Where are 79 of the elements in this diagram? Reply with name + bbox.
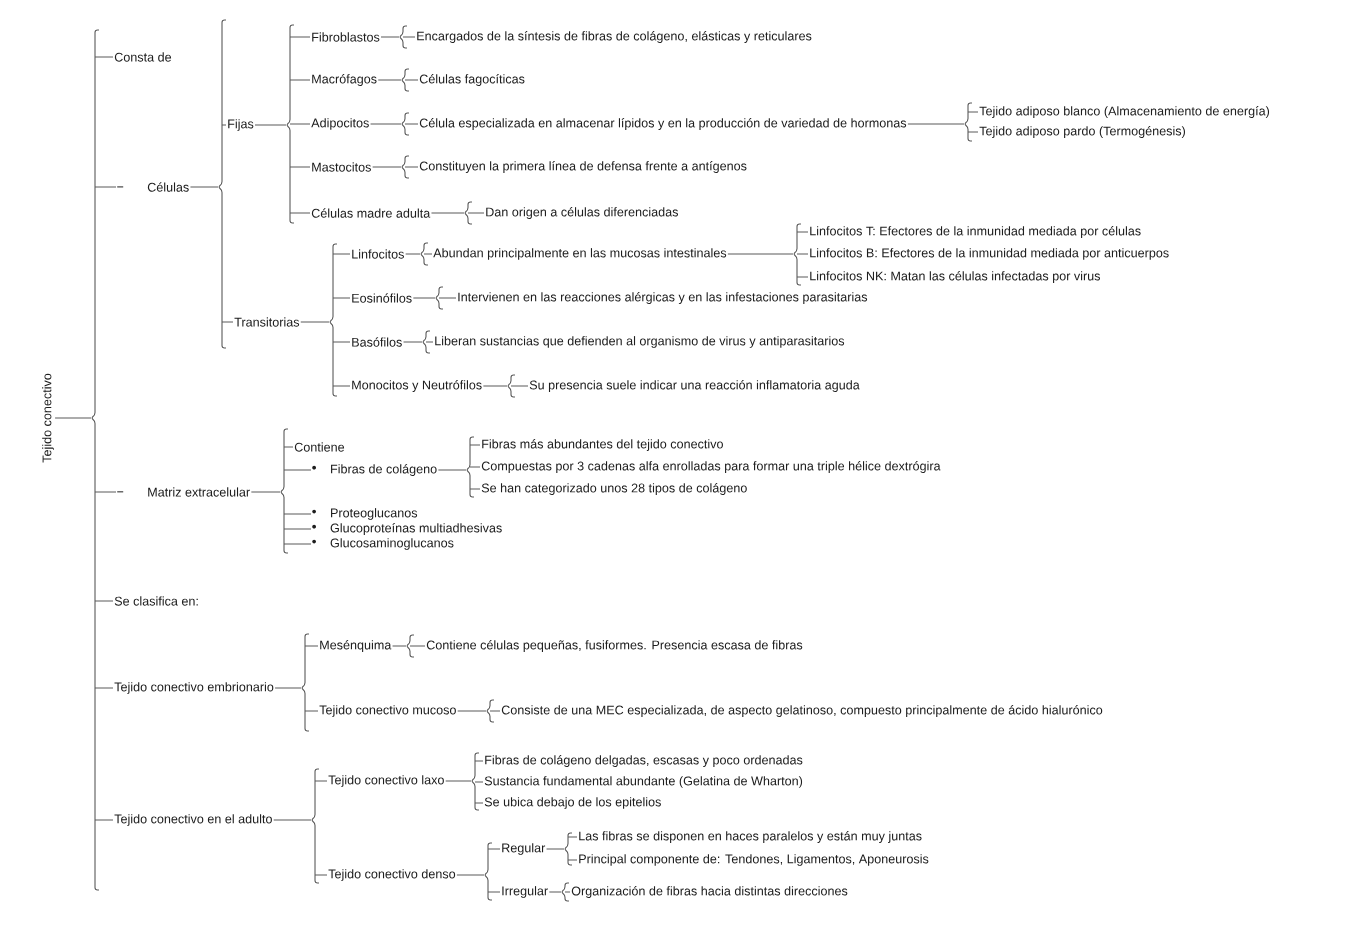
curly-brace <box>727 223 809 286</box>
term-label: Células madre adulta <box>311 208 431 218</box>
description-text: Contiene células pequeñas, fusiformes. Presencia escasa de fibras <box>426 640 803 652</box>
curly-brace <box>392 634 426 658</box>
term-label: Linfocitos <box>352 249 404 259</box>
term-label: Mastocitos <box>312 162 371 172</box>
description-text: Se han categorizado unos 28 tipos de colágeno <box>481 483 747 495</box>
description-text: Tejido adiposo pardo (Termogénesis) <box>979 126 1185 138</box>
term-label: Tejido conectivo laxo <box>328 775 444 787</box>
curly-brace <box>430 201 485 225</box>
curly-brace <box>273 768 328 884</box>
curly-brace <box>300 243 351 397</box>
curly-brace <box>402 330 434 354</box>
description-text: Abundan principalmente en las mucosas intestinales <box>433 248 727 260</box>
curly-brace <box>254 24 311 224</box>
term-label: Fibroblastos <box>312 32 380 42</box>
description-text: Sustancia fundamental abundante (Gelatina de Wharton) <box>484 776 803 788</box>
description-text: Fibras más abundantes del tejido conectivo <box>482 439 723 451</box>
description-text: Dan origen a células diferenciadas <box>486 207 678 219</box>
curly-brace <box>907 102 979 142</box>
description-text: Linfocitos B: Efectores de la inmunidad mediada por anticuerpos <box>810 248 1169 260</box>
description-text: Linfocitos T: Efectores de la inmunidad mediada por células <box>810 226 1141 238</box>
term-label: Células <box>116 182 189 192</box>
description-text: Células fagocíticas <box>419 74 525 86</box>
description-text: Tejido adiposo blanco (Almacenamiento de energía) <box>979 106 1270 118</box>
description-text: Compuestas por 3 cadenas alfa enrolladas para formar una triple hélice dextrógira <box>481 461 941 473</box>
term-label: Fibras de colágeno <box>312 464 437 476</box>
term-label: Macrófagos <box>312 74 377 86</box>
description-text: Linfocitos NK: Matan las células infectadas por virus <box>810 271 1100 283</box>
term-label: Basófilos <box>352 337 402 347</box>
curly-brace <box>380 25 416 49</box>
curly-brace <box>456 842 501 901</box>
description-text: Consiste de una MEC especializada, de aspecto gelatinoso, compuesto principalmente de ácido hialurónico <box>501 705 1103 717</box>
description-text: Su presencia suele indicar una reacción inflamatoria aguda <box>529 380 860 392</box>
description-text: Célula especializada en almacenar lípidos y en la producción de variedad de hormonas <box>419 118 907 130</box>
term-label: Transitorias <box>234 317 300 327</box>
term-label: Tejido conectivo embrionario <box>114 682 274 694</box>
curly-brace <box>445 752 484 811</box>
term-label: Tejido conectivo denso <box>328 869 456 881</box>
term-label: Tejido conectivo mucoso <box>319 705 456 717</box>
term-label: Proteoglucanos <box>312 508 418 520</box>
term-label: Glucosaminoglucanos <box>312 538 454 550</box>
curly-brace <box>54 29 117 891</box>
curly-brace <box>372 155 419 179</box>
curly-brace <box>189 19 234 349</box>
section-label: Se clasifica en: <box>114 596 198 606</box>
curly-brace <box>437 436 481 498</box>
term-label: Glucoproteínas multiadhesivas <box>312 523 502 535</box>
curly-brace <box>370 112 419 136</box>
description-text: Fibras de colágeno delgadas, escasas y poco ordenadas <box>485 755 803 767</box>
description-text: Organización de fibras hacia distintas direcciones <box>571 886 848 898</box>
curly-brace <box>546 832 578 866</box>
description-text: Intervienen en las reacciones alérgicas y en las infestaciones parasitarias <box>458 292 868 304</box>
term-label: Mesénquima <box>320 640 392 652</box>
section-label: Contiene <box>294 442 345 452</box>
term-label: Tejido conectivo en el adulto <box>114 814 272 826</box>
curly-brace <box>250 428 312 554</box>
curly-brace <box>457 699 501 723</box>
description-text: Se ubica debajo de los epitelios <box>484 797 661 809</box>
curly-brace <box>377 68 419 92</box>
term-label: Eosinófilos <box>352 293 412 303</box>
term-label: Matriz extracelular <box>116 487 250 497</box>
section-label: Consta de <box>114 52 172 62</box>
term-label: Adipocitos <box>311 118 369 130</box>
description-text: Principal componente de: Tendones, Ligamentos, Aponeurosis <box>579 854 929 866</box>
description-text: Liberan sustancias que defienden al organismo de virus y antiparasitarios <box>435 336 845 348</box>
description-text: Constituyen la primera línea de defensa frente a antígenos <box>419 161 747 173</box>
description-text: Las fibras se disponen en haces paralelos y están muy juntas <box>579 831 922 843</box>
curly-brace <box>274 633 319 732</box>
term-label: Fijas <box>228 119 254 131</box>
curly-brace <box>412 286 457 310</box>
topic-label: Tejido conectivo <box>42 373 54 463</box>
term-label: Monocitos y Neutrófilos <box>352 380 482 392</box>
term-label: Irregular <box>502 886 548 898</box>
curly-brace <box>405 242 433 266</box>
curly-brace <box>548 882 571 902</box>
curly-brace <box>482 374 529 398</box>
description-text: Encargados de la síntesis de fibras de colágeno, elásticas y reticulares <box>417 31 812 43</box>
term-label: Regular <box>502 843 546 855</box>
